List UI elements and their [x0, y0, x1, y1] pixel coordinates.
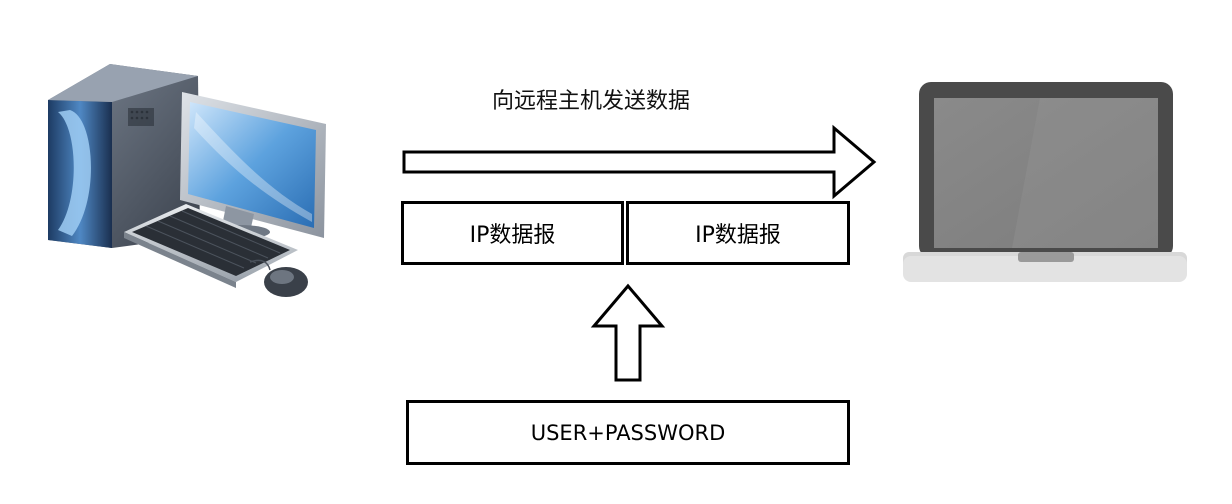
ip-datagram-label-2: IP数据报 [695, 223, 781, 248]
send-caption: 向远程主机发送数据 [492, 89, 691, 114]
credentials-label: USER+PASSWORD [530, 420, 726, 445]
ip-datagram-box-2: IP数据报 [626, 201, 850, 265]
ip-datagram-box-1: IP数据报 [401, 201, 624, 265]
credentials-box: USER+PASSWORD [406, 400, 850, 465]
ip-datagram-label-1: IP数据报 [469, 223, 556, 248]
